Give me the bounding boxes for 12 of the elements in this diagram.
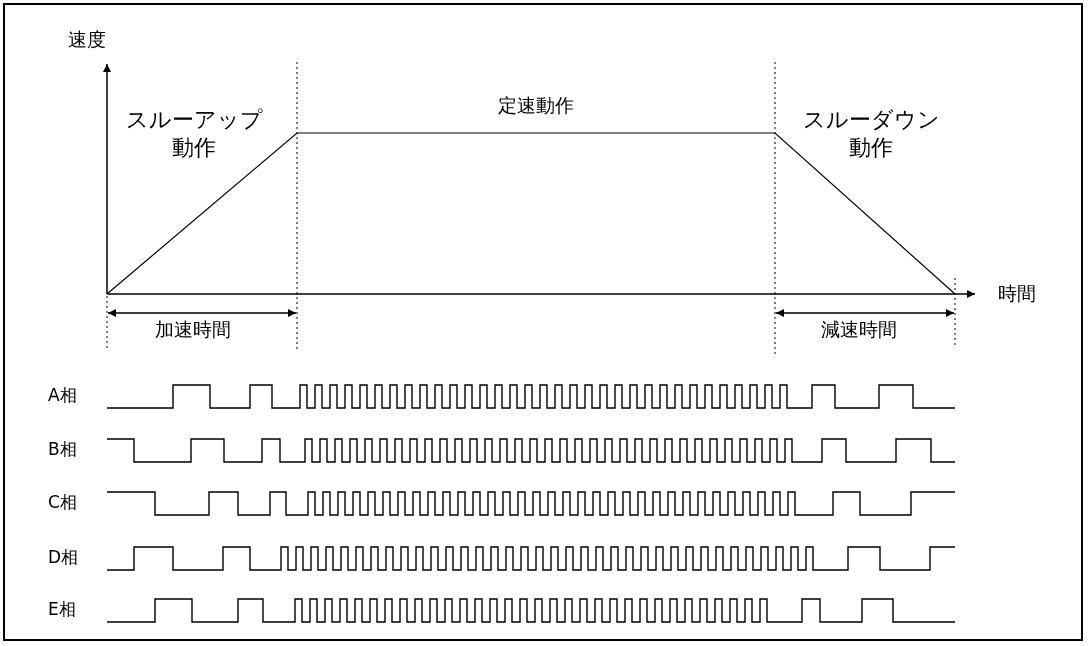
signal-label: C相: [48, 492, 77, 514]
axis-label: 時間: [998, 282, 1036, 306]
signal-label: E相: [48, 599, 76, 621]
region-label: スルーダウン動作: [801, 106, 941, 161]
region-label: スルーアップ動作: [124, 106, 264, 161]
dimension-label: 減速時間: [821, 318, 897, 342]
region-label: 定速動作: [497, 94, 575, 118]
dimension-label: 加速時間: [155, 318, 231, 342]
signal-label: A相: [48, 385, 77, 407]
axis-label: 速度: [68, 28, 106, 52]
signal-label: B相: [48, 439, 77, 461]
signal-label: D相: [48, 547, 79, 569]
